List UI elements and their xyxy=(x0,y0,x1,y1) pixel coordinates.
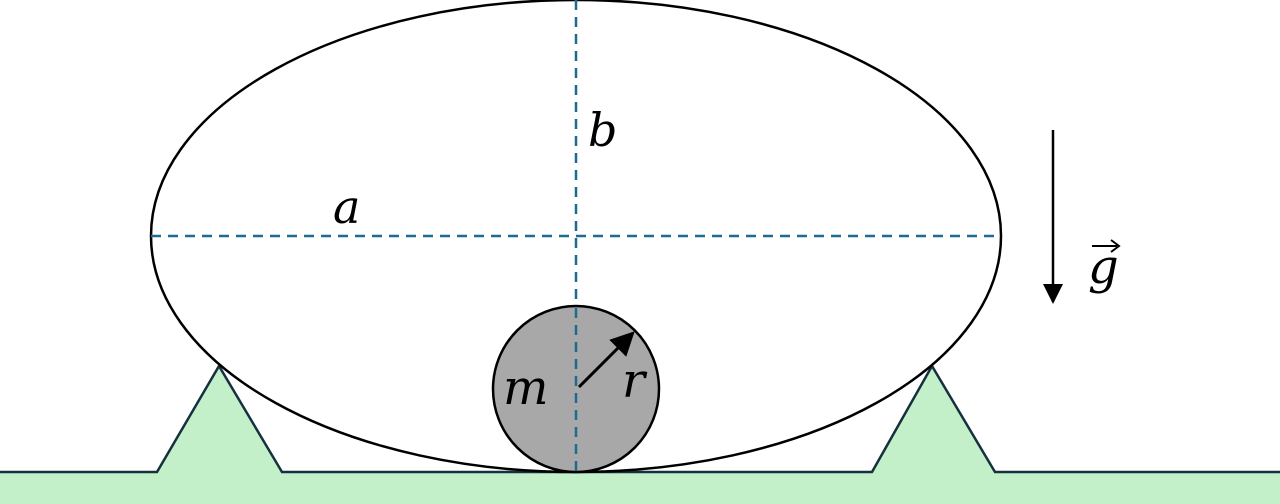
ground-fill xyxy=(0,366,1280,504)
gravity-vector-overarrow xyxy=(1092,239,1121,253)
label-g: g xyxy=(1088,239,1119,295)
label-r: r xyxy=(622,353,648,409)
label-a: a xyxy=(333,180,360,234)
radius-arrow xyxy=(577,331,635,389)
label-m: m xyxy=(503,360,549,416)
label-b: b xyxy=(588,103,617,157)
